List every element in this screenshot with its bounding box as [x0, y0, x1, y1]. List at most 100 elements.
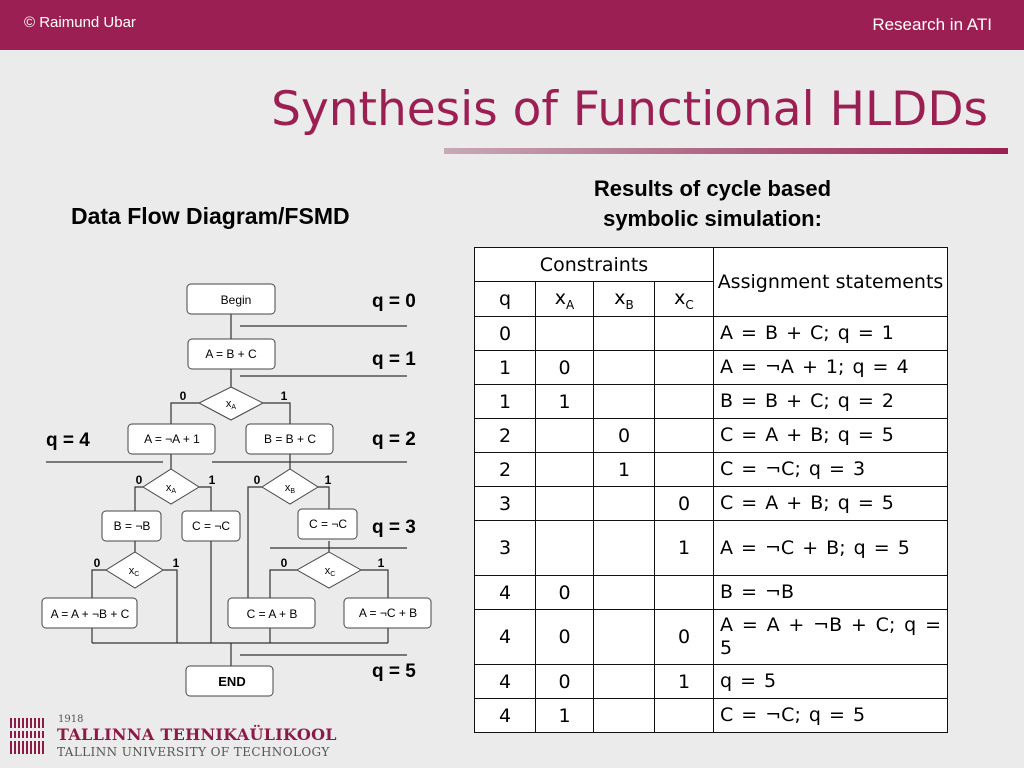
logo-year: 1918	[58, 714, 84, 725]
col-xc-header: xC	[654, 281, 714, 317]
col-xa-header: xA	[535, 281, 594, 317]
table-row: 2 0 C = A + B; q = 5	[474, 418, 948, 453]
cell-xc: 1	[654, 520, 714, 576]
box-c-notc-right-label: C = ¬C	[309, 517, 347, 531]
decision-xc-right	[295, 551, 363, 589]
branch-one-label: 1	[209, 473, 216, 487]
branch-zero-label: 0	[136, 473, 143, 487]
cell-xb: 1	[593, 452, 655, 487]
state-q2-label: q = 2	[372, 429, 416, 450]
decision-xb-label: xB	[285, 482, 296, 495]
cell-xc	[654, 698, 714, 733]
branch-zero-label: 0	[254, 473, 261, 487]
decision-xc-right-label: xC	[325, 565, 336, 578]
state-q5-label: q = 5	[372, 661, 416, 682]
decision-xc-left-label: xC	[129, 565, 140, 578]
branch-one-label: 1	[325, 473, 332, 487]
table-heading: Results of cycle based symbolic simulati…	[560, 174, 865, 234]
state-q1-label: q = 1	[372, 349, 416, 370]
cell-assignment: A = A + ¬B + C; q = 5	[713, 609, 948, 665]
table-heading-line2: symbolic simulation:	[603, 206, 822, 231]
cell-assignment: C = ¬C; q = 5	[713, 698, 948, 733]
cell-assignment: A = B + C; q = 1	[713, 316, 948, 351]
cell-xc	[654, 452, 714, 487]
cell-xb	[593, 520, 655, 576]
begin-box	[186, 283, 276, 315]
cell-xa	[535, 520, 594, 576]
table-row: 3 0 C = A + B; q = 5	[474, 486, 948, 521]
cell-q: 4	[474, 575, 536, 610]
cell-xa: 0	[535, 664, 594, 699]
cell-assignment: C = A + B; q = 5	[713, 486, 948, 521]
title-underline	[444, 148, 1008, 154]
cell-q: 1	[474, 384, 536, 419]
box-a-anotbc	[41, 597, 138, 629]
table-row: 1 0 A = ¬A + 1; q = 4	[474, 350, 948, 385]
table-row: 4 0 B = ¬B	[474, 575, 948, 610]
assignment-header: Assignment statements	[713, 247, 948, 317]
cell-q: 3	[474, 486, 536, 521]
branch-zero-label: 0	[180, 389, 187, 403]
cell-q: 4	[474, 609, 536, 665]
cell-xc	[654, 384, 714, 419]
decision-xa-main	[197, 386, 265, 421]
diagram-boxes	[41, 283, 432, 697]
cell-xa: 0	[535, 350, 594, 385]
box-c-ab-label: C = A + B	[247, 607, 298, 621]
table-row: 2 1 C = ¬C; q = 3	[474, 452, 948, 487]
cell-assignment: C = A + B; q = 5	[713, 418, 948, 453]
cell-q: 4	[474, 664, 536, 699]
table-row: 4 1 C = ¬C; q = 5	[474, 698, 948, 733]
cell-xc	[654, 575, 714, 610]
brand-text: Research in ATI	[872, 15, 992, 34]
cell-assignment: q = 5	[713, 664, 948, 699]
university-logo: 1918 TALLINNA TEHNIKAÜLIKOOL TALLINN UNI…	[10, 714, 337, 761]
decision-xb	[261, 468, 319, 505]
cell-xb: 0	[593, 418, 655, 453]
cell-xc	[654, 350, 714, 385]
decision-xa-left-label: xA	[166, 482, 177, 495]
table-row: 3 1 A = ¬C + B; q = 5	[474, 520, 948, 576]
branch-zero-label: 0	[94, 556, 101, 570]
branch-one-label: 1	[173, 556, 180, 570]
cell-xb	[593, 350, 655, 385]
logo-name-et: TALLINNA TEHNIKAÜLIKOOL	[57, 725, 337, 744]
state-q3-label: q = 3	[372, 517, 416, 538]
connector-lines	[91, 314, 389, 666]
cell-xb	[593, 486, 655, 521]
cell-q: 2	[474, 452, 536, 487]
cell-xa	[535, 486, 594, 521]
end-label: END	[218, 674, 245, 689]
box-not-a	[127, 423, 216, 455]
cell-assignment: A = ¬A + 1; q = 4	[713, 350, 948, 385]
box-abc	[187, 338, 276, 370]
box-c-ab	[227, 597, 316, 629]
cell-xb	[593, 575, 655, 610]
state-q0-label: q = 0	[372, 291, 416, 312]
header-bar: © Raimund Ubar Research in ATI	[0, 0, 1024, 50]
simulation-table: Constraints Assignment statements q xA x…	[474, 247, 948, 733]
cell-xc	[654, 418, 714, 453]
cell-q: 1	[474, 350, 536, 385]
cell-assignment: B = B + C; q = 2	[713, 384, 948, 419]
logo-name-en: TALLINN UNIVERSITY OF TECHNOLOGY	[57, 745, 330, 759]
decision-xa-left	[142, 468, 200, 505]
cell-xa	[535, 418, 594, 453]
diagram-heading: Data Flow Diagram/FSMD	[71, 203, 350, 229]
cell-q: 0	[474, 316, 536, 351]
table-row: 1 1 B = B + C; q = 2	[474, 384, 948, 419]
table-row: 4 0 1 q = 5	[474, 664, 948, 699]
box-b-notb	[101, 510, 162, 542]
cell-xa: 1	[535, 384, 594, 419]
col-xb-header: xB	[593, 281, 655, 317]
university-logo-icon	[10, 718, 46, 754]
cell-xc: 0	[654, 609, 714, 665]
cell-xa	[535, 316, 594, 351]
cell-xc: 1	[654, 664, 714, 699]
col-q-header: q	[474, 281, 536, 317]
decision-xa-main-label: xA	[226, 398, 237, 411]
box-a-notcb-label: A = ¬C + B	[359, 606, 417, 620]
decision-xc-left	[105, 551, 164, 589]
table-row: 0 A = B + C; q = 1	[474, 316, 948, 351]
cell-xb	[593, 664, 655, 699]
